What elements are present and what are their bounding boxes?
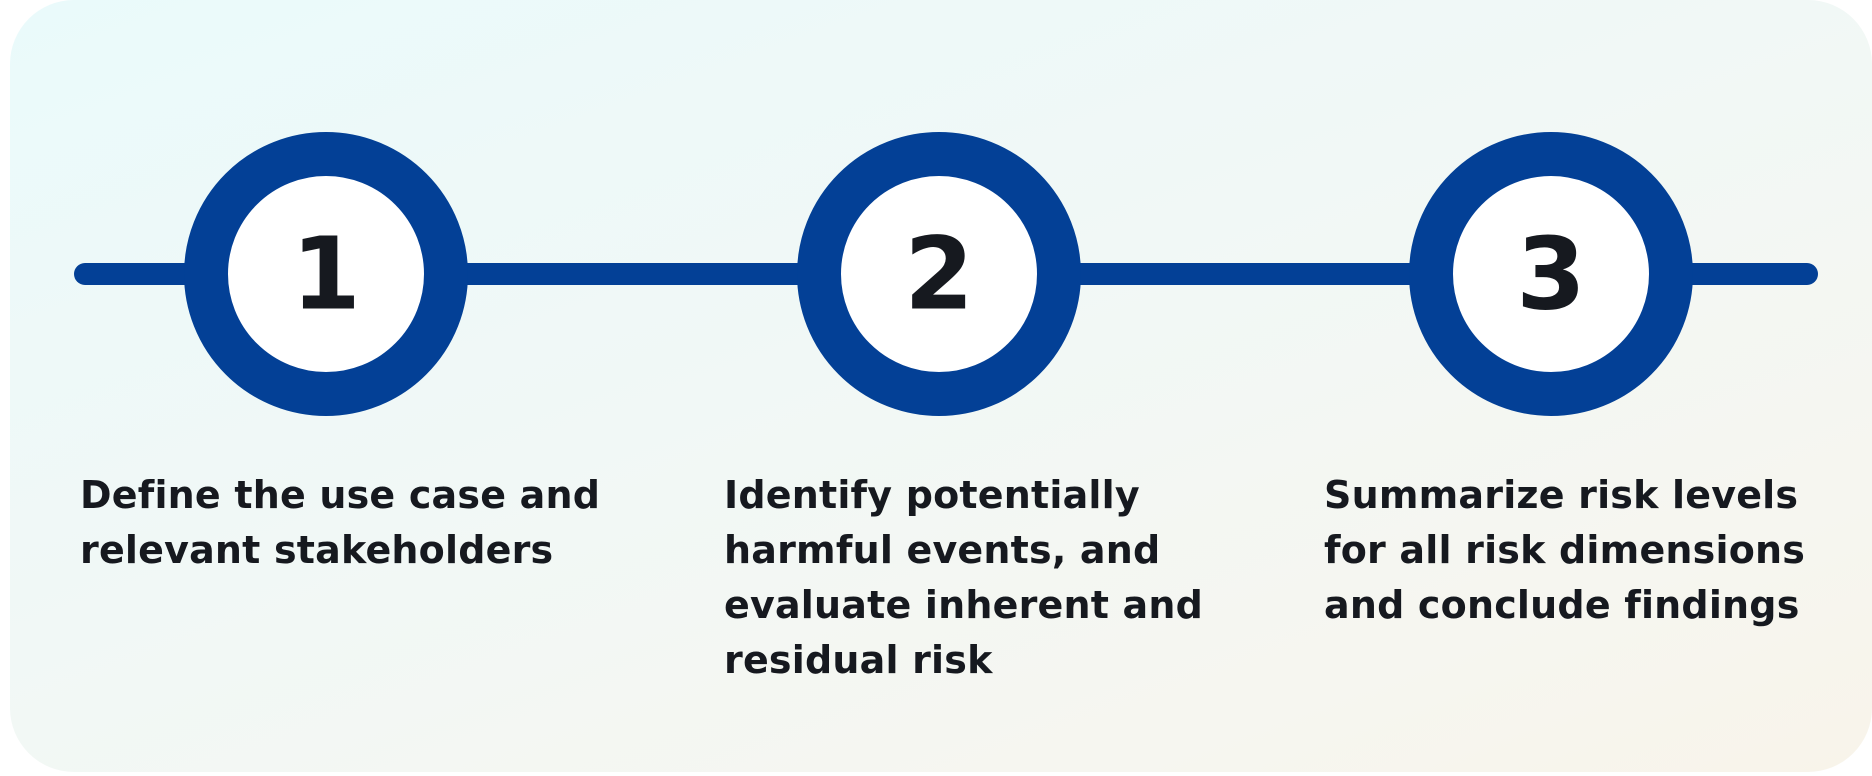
step-2-line-2: harmful events, and	[724, 528, 1161, 572]
step-number-2: 2	[904, 216, 974, 333]
step-circle-1	[184, 132, 468, 416]
step-description-1: Define the use case and relevant stakeho…	[80, 468, 600, 578]
step-2-line-1: Identify potentially	[724, 473, 1140, 517]
step-description-3: Summarize risk levels for all risk dimen…	[1324, 468, 1805, 633]
step-3-line-3: and conclude findings	[1324, 583, 1800, 627]
step-1-line-2: relevant stakeholders	[80, 528, 554, 572]
step-2-line-4: residual risk	[724, 638, 993, 682]
step-marker-2: 2	[797, 132, 1081, 416]
step-number-3: 3	[1516, 216, 1586, 333]
step-2-line-3: evaluate inherent and	[724, 583, 1204, 627]
step-3-line-1: Summarize risk levels	[1324, 473, 1799, 517]
step-number-1: 1	[291, 216, 361, 333]
step-description-2: Identify potentially harmful events, and…	[724, 468, 1203, 688]
step-circle-2	[797, 132, 1081, 416]
step-marker-3: 3	[1409, 132, 1693, 416]
step-circle-3	[1409, 132, 1693, 416]
step-3-line-2: for all risk dimensions	[1324, 528, 1806, 572]
step-marker-1: 1	[184, 132, 468, 416]
step-1-line-1: Define the use case and	[80, 473, 601, 517]
